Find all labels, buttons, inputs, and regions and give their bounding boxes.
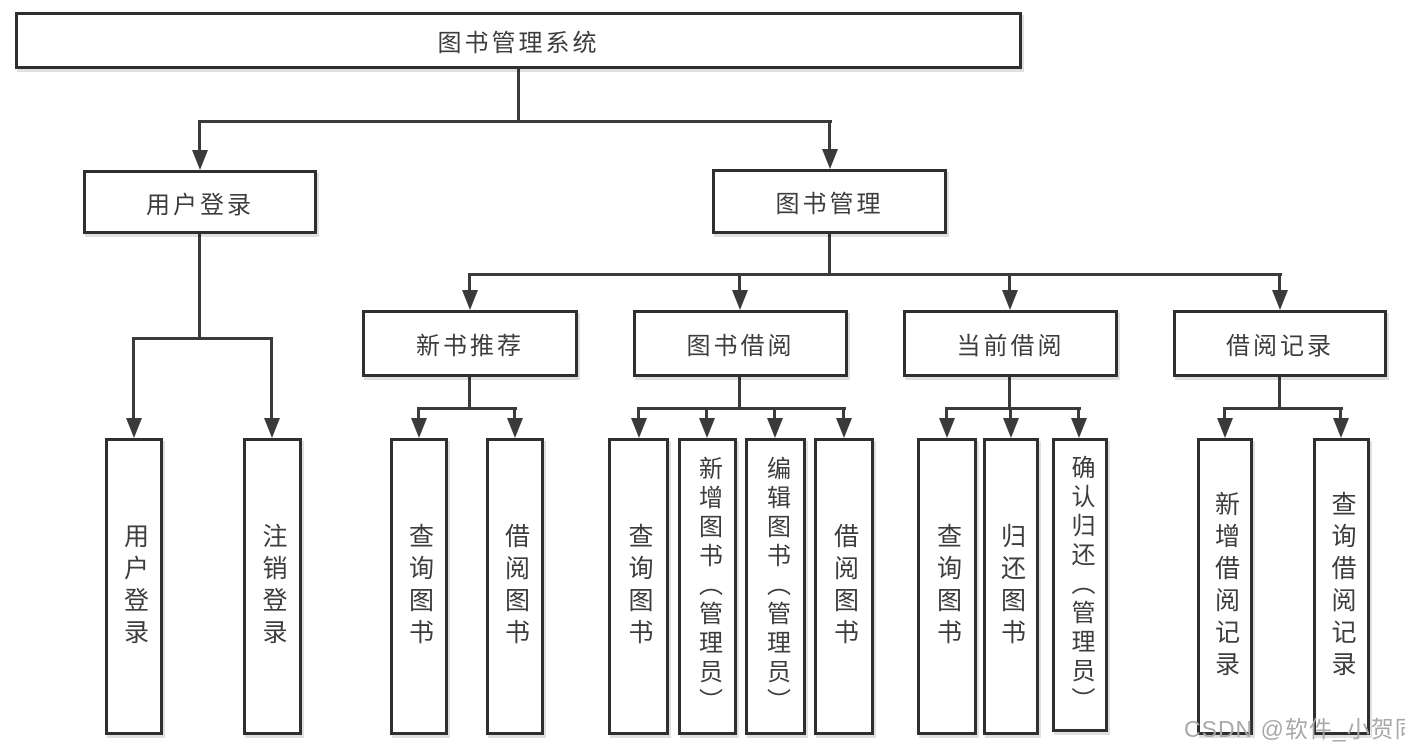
arrow-down-icon bbox=[939, 418, 955, 438]
leaf-confirm-return-admin: 确认归还（管理员） bbox=[1052, 438, 1108, 732]
node-label: 借阅图书 bbox=[501, 522, 530, 651]
arrow-down-icon bbox=[732, 290, 748, 310]
arrow-down-icon bbox=[631, 418, 647, 438]
node-label: 图书借阅 bbox=[686, 333, 795, 360]
connector-line bbox=[637, 407, 846, 410]
arrow-down-icon bbox=[1002, 290, 1018, 310]
node-current-borrow: 当前借阅 bbox=[903, 310, 1118, 377]
node-book-borrow: 图书借阅 bbox=[633, 310, 848, 377]
node-label: 用户登录 bbox=[120, 522, 149, 651]
connector-line bbox=[468, 273, 1282, 276]
node-library-system: 图书管理系统 bbox=[15, 12, 1022, 69]
arrow-down-icon bbox=[192, 150, 208, 170]
connector-line bbox=[1223, 407, 1343, 410]
arrow-down-icon bbox=[462, 290, 478, 310]
connector-line bbox=[828, 120, 831, 151]
node-label: 新增借阅记录 bbox=[1211, 490, 1240, 683]
connector-line bbox=[270, 337, 273, 420]
leaf-borrow-books-recommend: 借阅图书 bbox=[486, 438, 544, 735]
leaf-user-login: 用户登录 bbox=[105, 438, 163, 735]
arrow-down-icon bbox=[507, 418, 523, 438]
arrow-down-icon bbox=[1272, 290, 1288, 310]
node-label: 新增图书（管理员） bbox=[694, 456, 722, 717]
arrow-down-icon bbox=[836, 418, 852, 438]
node-book-management: 图书管理 bbox=[712, 169, 947, 234]
arrow-down-icon bbox=[767, 418, 783, 438]
connector-line bbox=[1278, 273, 1281, 293]
node-label: 查询图书 bbox=[933, 522, 962, 651]
arrow-down-icon bbox=[1333, 418, 1349, 438]
leaf-edit-book-admin: 编辑图书（管理员） bbox=[745, 438, 806, 735]
node-label: 借阅图书 bbox=[830, 522, 859, 651]
connector-line bbox=[198, 233, 201, 340]
connector-line bbox=[1008, 377, 1011, 410]
leaf-add-borrow-record: 新增借阅记录 bbox=[1197, 438, 1253, 735]
node-label: 图书管理系统 bbox=[437, 30, 600, 57]
leaf-query-books-current: 查询图书 bbox=[917, 438, 977, 735]
leaf-add-book-admin: 新增图书（管理员） bbox=[678, 438, 737, 735]
connector-line bbox=[417, 407, 517, 410]
node-label: 确认归还（管理员） bbox=[1067, 454, 1094, 716]
arrow-down-icon bbox=[1003, 418, 1019, 438]
arrow-down-icon bbox=[411, 418, 427, 438]
connector-line bbox=[945, 407, 948, 420]
node-user-login: 用户登录 bbox=[83, 170, 317, 234]
node-label: 当前借阅 bbox=[956, 333, 1065, 360]
connector-line bbox=[773, 407, 776, 420]
connector-line bbox=[132, 337, 135, 420]
node-label: 注销登录 bbox=[259, 522, 287, 651]
connector-line bbox=[1278, 377, 1281, 410]
connector-line bbox=[513, 407, 516, 420]
connector-line bbox=[945, 407, 1081, 410]
connector-line bbox=[1223, 407, 1226, 420]
leaf-return-book: 归还图书 bbox=[983, 438, 1039, 735]
connector-line bbox=[198, 120, 201, 152]
connector-line bbox=[705, 407, 708, 420]
connector-line bbox=[132, 337, 273, 340]
connector-line bbox=[738, 377, 741, 410]
node-label: 图书管理 bbox=[775, 191, 884, 218]
arrow-down-icon bbox=[1071, 418, 1087, 438]
leaf-query-borrow-record: 查询借阅记录 bbox=[1313, 438, 1370, 735]
arrow-down-icon bbox=[699, 418, 715, 438]
leaf-query-books-recommend: 查询图书 bbox=[390, 438, 448, 735]
arrow-down-icon bbox=[822, 149, 838, 169]
node-label: 查询图书 bbox=[625, 522, 653, 651]
connector-line bbox=[468, 273, 471, 293]
node-label: 新书推荐 bbox=[416, 333, 524, 360]
arrow-down-icon bbox=[264, 418, 280, 438]
node-label: 用户登录 bbox=[146, 191, 254, 219]
connector-line bbox=[1339, 407, 1342, 420]
node-label: 查询借阅记录 bbox=[1328, 490, 1356, 683]
node-new-book-recommend: 新书推荐 bbox=[362, 310, 578, 377]
csdn-watermark: CSDN @软件_小贺同学 bbox=[1184, 716, 1405, 742]
connector-line bbox=[738, 273, 741, 293]
leaf-query-books-borrow: 查询图书 bbox=[608, 438, 669, 735]
arrow-down-icon bbox=[1217, 418, 1233, 438]
node-borrow-records: 借阅记录 bbox=[1173, 310, 1387, 377]
leaf-logout: 注销登录 bbox=[243, 438, 302, 735]
connector-line bbox=[1077, 407, 1080, 420]
connector-line bbox=[828, 233, 831, 276]
connector-line bbox=[517, 68, 520, 123]
arrow-down-icon bbox=[126, 418, 142, 438]
connector-line bbox=[1008, 273, 1011, 293]
node-label: 查询图书 bbox=[405, 522, 434, 651]
connector-line bbox=[198, 120, 832, 123]
node-label: 借阅记录 bbox=[1226, 333, 1334, 360]
connector-line bbox=[468, 377, 471, 410]
connector-line bbox=[637, 407, 640, 420]
connector-line bbox=[417, 407, 420, 420]
node-label: 归还图书 bbox=[997, 522, 1026, 651]
connector-line bbox=[1009, 407, 1012, 420]
node-label: 编辑图书（管理员） bbox=[762, 456, 790, 717]
leaf-borrow-books: 借阅图书 bbox=[814, 438, 874, 735]
connector-line bbox=[842, 407, 845, 420]
